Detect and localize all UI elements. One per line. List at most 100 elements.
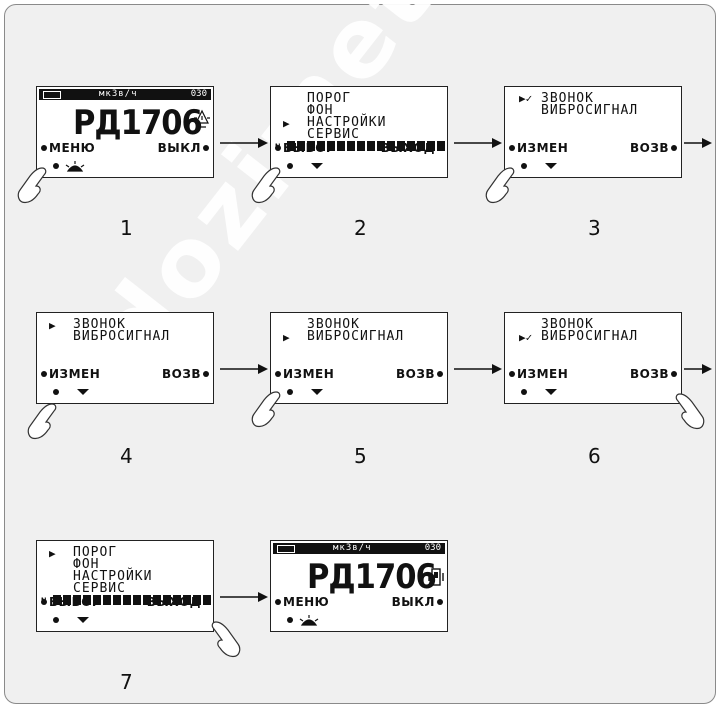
right-key-dot (437, 371, 443, 377)
softkey-right: ВОЗВ (162, 367, 201, 381)
softkey-right: ВОЗВ (630, 367, 669, 381)
screen-2: ПОРОГ ФОН ▶ НАСТРОЙКИ СЕРВИС N ВЫБОР ВЫХ… (270, 86, 448, 178)
left-key-dot (509, 371, 515, 377)
screen-6: ЗВОНОК ▶✓ ВИБРОСИГНАЛ ИЗМЕН ВОЗВ (504, 312, 682, 404)
screen-3: ▶✓ ЗВОНОК ВИБРОСИГНАЛ ИЗМЕН ВОЗВ (504, 86, 682, 178)
arrow-7-8 (218, 590, 270, 604)
settings-item: ВИБРОСИГНАЛ (541, 331, 638, 343)
down-arrow-icon (545, 163, 557, 169)
settings-item: ВИБРОСИГНАЛ (73, 331, 170, 343)
left-key-dot (41, 599, 47, 605)
menu-item: СЕРВИС (307, 129, 360, 141)
step-number: 5 (354, 444, 367, 468)
pointer-icon: ▶ (283, 118, 290, 130)
softkey-right: ВЫКЛ (392, 595, 435, 609)
finger-press-icon (250, 390, 284, 430)
softkey-right: ВЫХОД (381, 141, 435, 155)
count-value: 030 (191, 89, 207, 100)
arrow-2-3 (452, 136, 504, 150)
softkey-left: ИЗМЕН (49, 367, 100, 381)
settings-item: ВИБРОСИГНАЛ (307, 331, 404, 343)
finger-press-icon (484, 166, 518, 206)
right-key-dot (437, 145, 443, 151)
right-key-dot (671, 145, 677, 151)
bottom-dot (53, 389, 59, 395)
screen-4: ▶ ЗВОНОК ВИБРОСИГНАЛ ИЗМЕН ВОЗВ (36, 312, 214, 404)
step-number: 7 (120, 670, 133, 694)
softkey-right: ВОЗВ (396, 367, 435, 381)
down-arrow-icon (77, 389, 89, 395)
unit-label: мкЗв/ч (99, 89, 138, 100)
softkey-left: ВЫБОР (283, 141, 335, 155)
count-value: 030 (425, 543, 441, 554)
finger-press-icon (672, 392, 706, 432)
left-key-dot (275, 599, 281, 605)
softkey-left: МЕНЮ (49, 141, 95, 155)
step-number: 1 (120, 216, 133, 240)
pointer-icon: ▶ (283, 332, 290, 344)
bottom-dot (521, 389, 527, 395)
settings-item: ВИБРОСИГНАЛ (541, 105, 638, 117)
softkey-left: ИЗМЕН (283, 367, 334, 381)
softkey-right: ВОЗВ (630, 141, 669, 155)
left-key-dot (41, 145, 47, 151)
device-name: РД1706 (73, 103, 202, 143)
screen-5: ЗВОНОК ▶ ВИБРОСИГНАЛ ИЗМЕН ВОЗВ (270, 312, 448, 404)
right-key-dot (671, 371, 677, 377)
finger-press-icon (208, 620, 242, 660)
backlight-icon (299, 615, 319, 627)
arrow-6-out (684, 362, 714, 376)
right-key-dot (203, 145, 209, 151)
alarm-icon (192, 109, 212, 131)
arrow-3-out (684, 136, 714, 150)
vibration-icon (427, 567, 445, 587)
arrow-1-2 (218, 136, 270, 150)
battery-icon (277, 545, 295, 553)
left-key-dot (275, 371, 281, 377)
step-number: 3 (588, 216, 601, 240)
pointer-icon: ▶ (49, 548, 56, 560)
softkey-left: ИЗМЕН (517, 367, 568, 381)
bottom-dot (53, 163, 59, 169)
pointer-icon: ▶ (49, 320, 56, 332)
down-arrow-icon (311, 163, 323, 169)
step-number: 4 (120, 444, 133, 468)
softkey-right: ВЫКЛ (158, 141, 201, 155)
device-name: РД1706 (307, 557, 436, 597)
softkey-left: ИЗМЕН (517, 141, 568, 155)
pointer-icon: ▶✓ (519, 93, 532, 105)
menu-item: СЕРВИС (73, 583, 126, 595)
left-key-dot (275, 145, 281, 151)
bottom-dot (521, 163, 527, 169)
left-key-dot (509, 145, 515, 151)
right-key-dot (437, 599, 443, 605)
finger-press-icon (26, 402, 60, 442)
down-arrow-icon (545, 389, 557, 395)
unit-label: мкЗв/ч (333, 543, 372, 554)
softkey-right: ВЫХОД (147, 595, 201, 609)
finger-press-icon (250, 166, 284, 206)
right-key-dot (203, 371, 209, 377)
bottom-dot (287, 617, 293, 623)
screen-8: мкЗв/ч 030 РД1706 МЕНЮ ВЫКЛ (270, 540, 448, 632)
left-key-dot (41, 371, 47, 377)
arrow-5-6 (452, 362, 504, 376)
bottom-dot (53, 617, 59, 623)
screen-7: ▶ ПОРОГ ФОН НАСТРОЙКИ СЕРВИС N ВЫБОР ВЫХ… (36, 540, 214, 632)
status-bar: мкЗв/ч 030 (39, 89, 211, 100)
pointer-icon: ▶✓ (519, 332, 532, 344)
arrow-4-5 (218, 362, 270, 376)
softkey-left: ВЫБОР (49, 595, 101, 609)
status-bar: мкЗв/ч 030 (273, 543, 445, 554)
finger-press-icon (16, 166, 50, 206)
bottom-dot (287, 389, 293, 395)
screen-1: мкЗв/ч 030 РД1706 МЕНЮ ВЫКЛ (36, 86, 214, 178)
softkey-left: МЕНЮ (283, 595, 329, 609)
step-number: 6 (588, 444, 601, 468)
battery-icon (43, 91, 61, 99)
backlight-icon (65, 161, 85, 173)
bottom-dot (287, 163, 293, 169)
right-key-dot (203, 599, 209, 605)
step-number: 2 (354, 216, 367, 240)
down-arrow-icon (311, 389, 323, 395)
